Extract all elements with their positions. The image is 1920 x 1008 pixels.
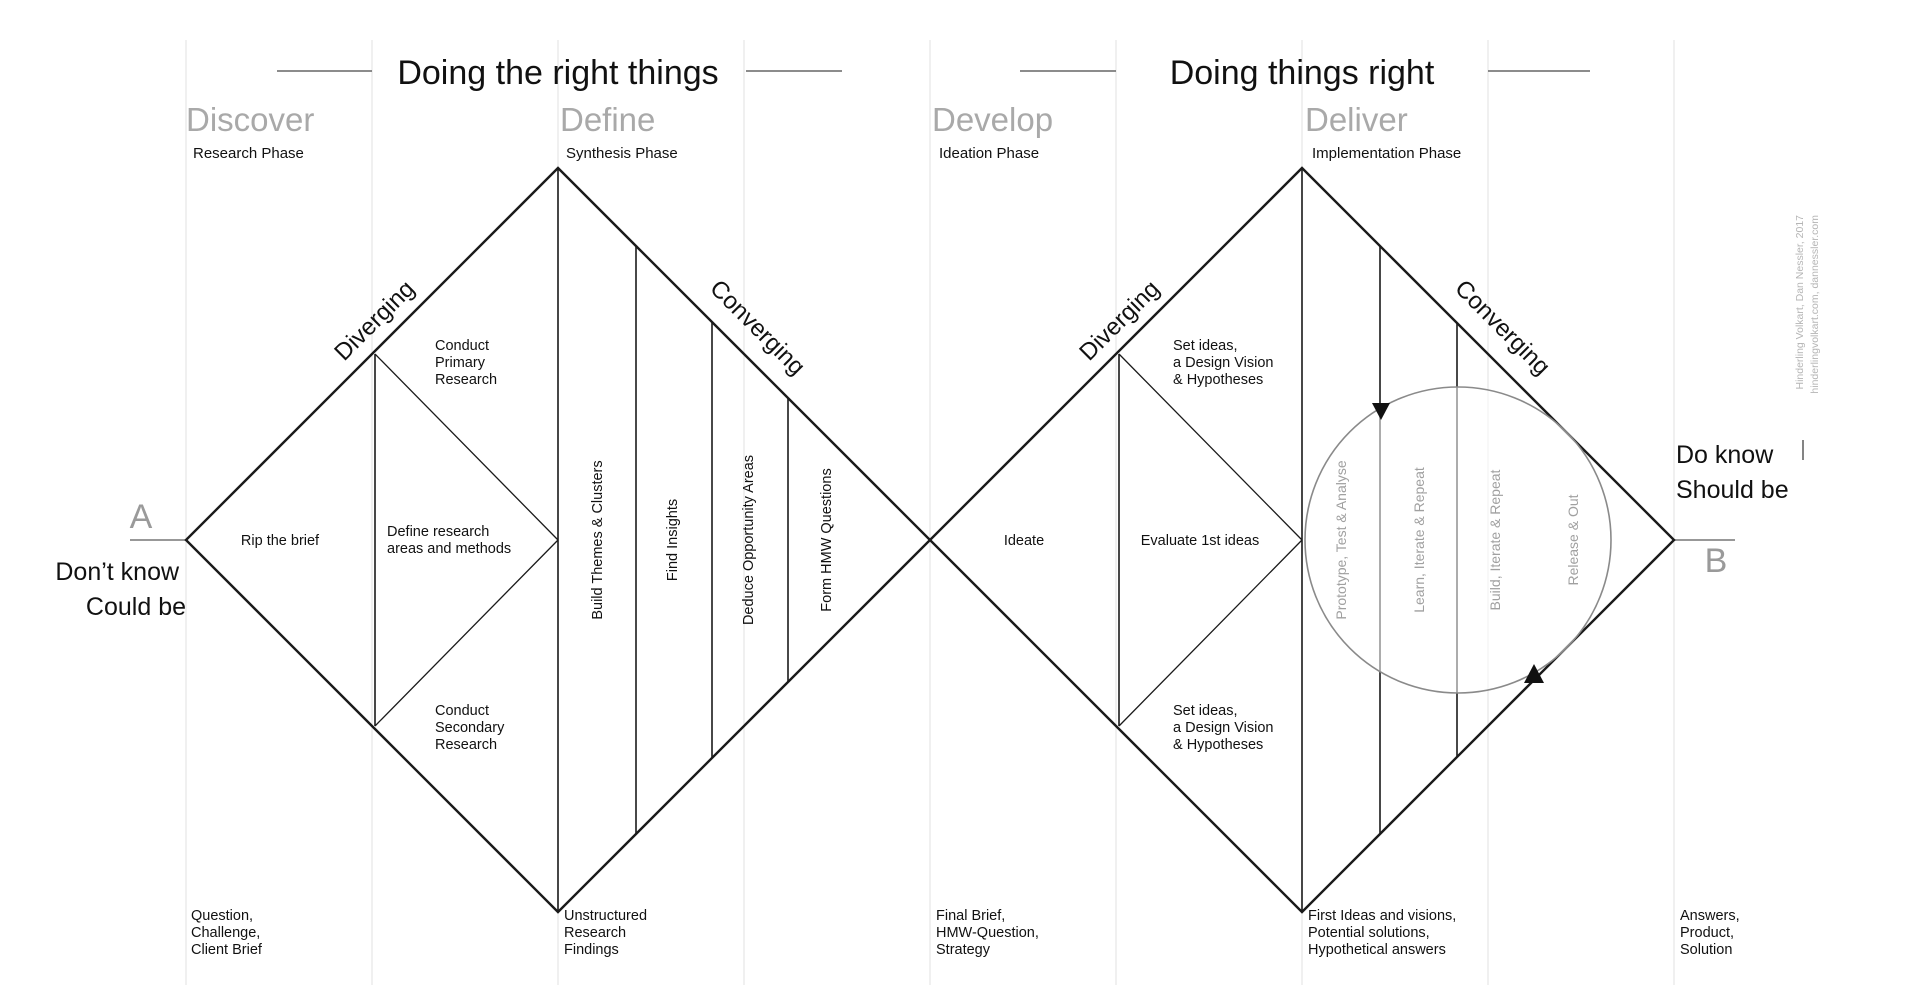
secondary-research-label: Conduct Secondary Research (435, 703, 508, 753)
set-ideas-top-label: Set ideas, a Design Vision & Hypotheses (1173, 338, 1278, 388)
loop-arrow-top-icon (1372, 403, 1390, 420)
phase-title-define: Define (560, 101, 655, 138)
stage-form-hmw: Form HMW Questions (819, 468, 835, 611)
credit-line-1: Hinderling Volkart, Dan Nessler, 2017 (1794, 215, 1806, 390)
endpoint-a-state: Don’t know Could be (55, 558, 186, 621)
endpoint-b-letter: B (1705, 542, 1728, 580)
stage-deduce-opportunity: Deduce Opportunity Areas (741, 455, 757, 625)
loop-circle (1304, 386, 1612, 694)
output-discover: Question, Challenge, Client Brief (191, 908, 264, 958)
iteration-loop: Prototype, Test & Analyse Learn, Iterate… (1304, 386, 1612, 694)
loop-stage-learn: Learn, Iterate & Repeat (1411, 467, 1427, 613)
phase-subtitle-define: Synthesis Phase (566, 145, 678, 162)
headline-left-group: Doing the right things (277, 54, 842, 92)
phase-title-develop: Develop (932, 101, 1053, 138)
phase-subtitle-deliver: Implementation Phase (1312, 145, 1461, 162)
phase-deliver: Deliver Implementation Phase (1305, 101, 1461, 162)
primary-research-label: Conduct Primary Research (435, 338, 497, 388)
converging-label-right: Converging (1449, 275, 1555, 381)
stage-build-themes: Build Themes & Clusters (590, 460, 606, 619)
phase-define: Define Synthesis Phase (560, 101, 678, 162)
output-develop: Final Brief, HMW-Question, Strategy (936, 908, 1043, 958)
headline-right-group: Doing things right (1020, 54, 1590, 92)
loop-stage-prototype: Prototype, Test & Analyse (1333, 460, 1349, 619)
output-deliver: First Ideas and visions, Potential solut… (1308, 908, 1460, 958)
loop-arrow-bottom-icon (1524, 664, 1544, 683)
headline-left: Doing the right things (397, 54, 718, 92)
loop-stage-release: Release & Out (1565, 494, 1581, 585)
rip-brief-label: Rip the brief (241, 533, 320, 549)
phase-subtitle-discover: Research Phase (193, 145, 304, 162)
evaluate-label: Evaluate 1st ideas (1141, 533, 1260, 549)
ideate-label: Ideate (1004, 533, 1044, 549)
headline-right: Doing things right (1170, 54, 1435, 92)
phase-subtitle-develop: Ideation Phase (939, 145, 1039, 162)
output-final: Answers, Product, Solution (1680, 908, 1744, 958)
credit-line-2: hinderlingvolkart.com, dannessler.com (1809, 215, 1821, 394)
phase-develop: Develop Ideation Phase (932, 101, 1053, 162)
output-define: Unstructured Research Findings (564, 908, 651, 958)
diverging-label-right: Diverging (1074, 275, 1165, 366)
converging-label-left: Converging (704, 275, 810, 381)
define-research-label: Define research areas and methods (387, 524, 511, 557)
loop-stage-build: Build, Iterate & Repeat (1487, 469, 1503, 610)
phase-title-deliver: Deliver (1305, 101, 1408, 138)
set-ideas-bottom-label: Set ideas, a Design Vision & Hypotheses (1173, 703, 1278, 753)
phase-discover: Discover Research Phase (186, 101, 314, 162)
stage-find-insights: Find Insights (665, 499, 681, 581)
endpoint-a-letter: A (130, 498, 153, 536)
endpoint-b-state: Do know Should be (1676, 441, 1789, 504)
phase-title-discover: Discover (186, 101, 314, 138)
